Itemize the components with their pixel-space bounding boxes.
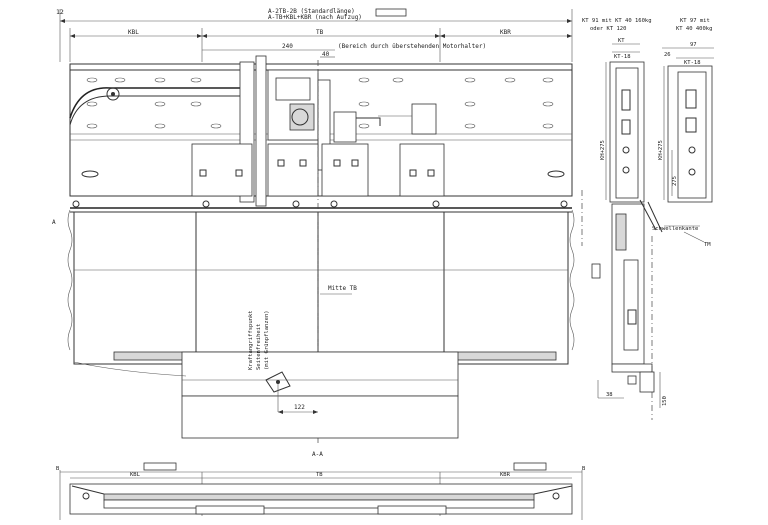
section-label-a-a: A-A (312, 451, 323, 458)
plan-label-box-right (513, 462, 547, 471)
side2-dim-26: 26 (664, 52, 671, 58)
hanger-center-right (321, 143, 369, 197)
side2-title-sub: KT 40 400kg (676, 26, 712, 32)
blank-label-box (375, 8, 407, 17)
plan-dim-kbr: KBR (500, 472, 511, 478)
plan-dim-kbl: KBL (130, 472, 141, 478)
door-header (69, 55, 573, 208)
hanger-right (399, 143, 445, 197)
motor-holder-note: (Bereich durch überstehenden Motorhalter… (338, 43, 486, 50)
top-dimensions: 12 A-2TB-2B (Standardlänge) A-TB+KBL+KBR… (56, 8, 573, 62)
sill-edge-label: Schwellenkante (652, 226, 698, 232)
dim-total-standard: A-2TB-2B (Standardlänge) (268, 8, 355, 15)
section-marker-a: A (52, 219, 56, 226)
centerline-label: Mitte TB (328, 285, 357, 292)
side2-dim-150: 150 (662, 396, 668, 406)
side2-title: KT 97 mit (680, 18, 710, 24)
dim-40: 40 (322, 51, 330, 58)
door-panels: A Mitte TB Kraftangriffspunkt Seitenfrei… (52, 60, 583, 458)
dim-tb: TB (316, 29, 324, 36)
side1-title: KT 91 mit KT 40 160kg (582, 18, 652, 24)
plan-dim-b-left: B (56, 466, 60, 472)
side1-dim-kt-18: KT-18 (614, 54, 631, 60)
plan-label-box-left (143, 462, 177, 471)
dim-kbl: KBL (128, 29, 139, 36)
side-view-2: KT 97 mit KT 40 400kg 97 26 KT-18 KH+275… (627, 18, 714, 420)
side1-title-sub: oder KT 120 (590, 26, 626, 32)
side1-label-box (591, 263, 601, 279)
force-point-note: Kraftangriffspunkt (248, 310, 254, 370)
side2-dim-kh: KH+275 (658, 140, 664, 160)
plan-view: KBL TB KBR B B (56, 462, 586, 520)
side2-dim-kt-18: KT-18 (684, 60, 701, 66)
dim-total-lift: A-TB+KBL+KBR (nach Aufzug) (268, 14, 362, 21)
plants-note: (mit Grünpflanzen) (264, 310, 270, 370)
side2-dim-tm: TM (704, 242, 711, 248)
side2-dim-275: 275 (672, 176, 678, 186)
side-clearance-note: Seitenfreiheit (256, 324, 262, 370)
dim-240: 240 (282, 43, 293, 50)
side2-dim-97: 97 (690, 42, 697, 48)
side-view-1: KT 91 mit KT 40 160kg oder KT 120 KT KT-… (582, 18, 653, 399)
plan-dim-tb: TB (316, 472, 323, 478)
dim-122: 122 (294, 404, 305, 411)
dim-12: 12 (56, 8, 64, 16)
side1-dim-kt: KT (618, 38, 625, 44)
side1-dim-kh: KH+275 (600, 140, 606, 160)
dim-kbr: KBR (500, 29, 511, 36)
plan-dim-b-right: B (582, 466, 586, 472)
side1-dim-bottom: 38 (606, 392, 613, 398)
hanger-center-left (267, 143, 319, 197)
